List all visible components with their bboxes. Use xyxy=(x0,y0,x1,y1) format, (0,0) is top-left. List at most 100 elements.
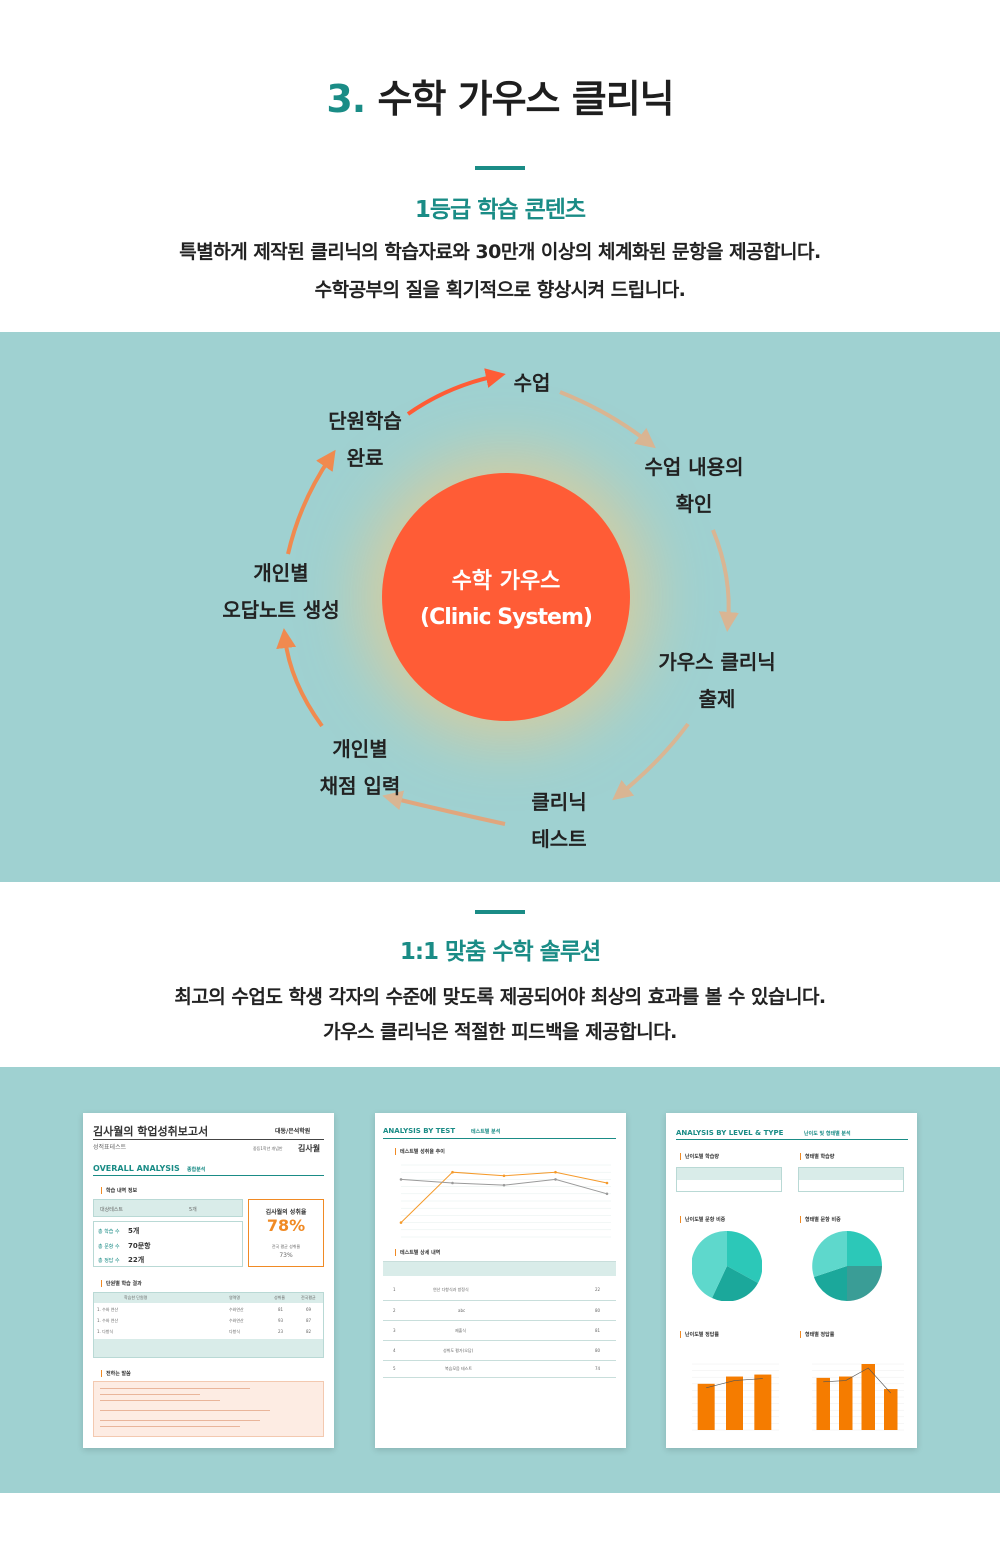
report-title: 김사월의 학업성취보고서 xyxy=(93,1125,209,1138)
tag-type-correct: 형태별 정답률 xyxy=(800,1331,834,1338)
content2-line2: 가우스 클리닉은 적절한 피드백을 제공합니다. xyxy=(323,1021,677,1043)
step-problem: 가우스 클리닉 출제 xyxy=(617,644,817,718)
report-card-level: ANALYSIS BY LEVEL & TYPE 난이도 및 형태별 분석 난이… xyxy=(666,1113,917,1448)
level-volume-table xyxy=(676,1167,782,1192)
col-header: 전국평균 xyxy=(301,1295,316,1300)
info-label: 대상테스트 xyxy=(100,1207,124,1213)
series-line xyxy=(400,1171,608,1223)
data-point xyxy=(605,1192,609,1196)
step-test: 클리닉 테스트 xyxy=(459,784,659,858)
center-circle: 수학 가우스 (Clinic System) xyxy=(382,473,630,721)
tag-unit-result: 단원별 학습 결과 xyxy=(101,1280,142,1287)
table-cell: 74 xyxy=(595,1366,601,1371)
step-label: 단원학습 xyxy=(328,409,402,433)
center-label-2: (Clinic System) xyxy=(420,605,593,630)
report-section-kr: 종합분석 xyxy=(187,1167,206,1173)
step-label: 수업 내용의 xyxy=(644,455,744,479)
trend-line-chart xyxy=(399,1164,611,1238)
info-label: 총 문항 수 xyxy=(98,1244,120,1250)
bar xyxy=(839,1376,853,1430)
info-label: 총 정답 수 xyxy=(98,1258,120,1264)
data-point xyxy=(451,1170,454,1174)
table-cell: 1 xyxy=(393,1287,396,1292)
arrow-4 xyxy=(382,790,506,826)
table-cell: 성취도 평가(오답) xyxy=(443,1348,474,1353)
step-label: 수업 xyxy=(513,371,551,395)
table-cell: 수와연산 xyxy=(229,1307,244,1312)
data-point xyxy=(399,1178,403,1181)
data-point xyxy=(399,1221,403,1224)
type-pie-chart xyxy=(812,1231,882,1301)
message-box xyxy=(93,1381,324,1437)
info-row: 대상테스트 5개 xyxy=(93,1199,243,1217)
table-cell: 4 xyxy=(393,1348,396,1353)
tag-detail: 테스트별 상세 내역 xyxy=(395,1249,440,1256)
avg-line xyxy=(706,1378,763,1389)
section-number: 3. xyxy=(326,77,366,121)
step-label: 오답노트 생성 xyxy=(222,598,340,622)
arrow-6 xyxy=(286,449,336,555)
data-point xyxy=(451,1181,454,1185)
step-label: 가우스 클리닉 xyxy=(658,650,776,674)
table-cell: 69 xyxy=(306,1307,312,1312)
report-academy: 대동/은석학원 xyxy=(275,1128,311,1135)
content2-title: 1:1 맞춤 수학 솔루션 xyxy=(399,939,601,965)
info-value: 5개 xyxy=(128,1227,140,1235)
table-cell: 1. 다항식 xyxy=(97,1329,114,1334)
step-label: 확인 xyxy=(675,492,713,516)
report-section-kr: 난이도 및 형태별 분석 xyxy=(804,1131,851,1137)
avg-value: 73% xyxy=(279,1252,293,1259)
table-cell: 80 xyxy=(595,1348,601,1353)
info-value: 70문항 xyxy=(128,1242,151,1250)
table-cell: 80 xyxy=(595,1308,601,1313)
table-cell: 1. 수와 연산 xyxy=(97,1307,119,1312)
test-table: 1 연산 다항식과 방정식 22 2 abc 80 3 제출식 81 4 성취도… xyxy=(383,1261,616,1378)
bar xyxy=(754,1374,772,1430)
bar xyxy=(726,1376,743,1430)
table-cell: 23 xyxy=(278,1329,284,1334)
section-title: 3. 수학 가우스 클리닉 xyxy=(0,68,1000,123)
table-cell: 87 xyxy=(306,1318,312,1323)
content1-line1: 특별하게 제작된 클리닉의 학습자료와 30만개 이상의 체계화된 문항을 제공… xyxy=(179,241,821,263)
table-cell: 복습모음 테스트 xyxy=(445,1366,473,1371)
table-cell: 82 xyxy=(306,1329,312,1334)
report-section: ANALYSIS BY TEST xyxy=(383,1127,456,1135)
data-point xyxy=(502,1174,506,1178)
tag-trend: 테스트별 성취율 추이 xyxy=(395,1148,445,1155)
bar xyxy=(884,1389,898,1430)
step-label: 완료 xyxy=(346,446,384,470)
step-unit-done: 단원학습 완료 xyxy=(265,403,465,477)
step-label: 출제 xyxy=(698,687,736,711)
bar xyxy=(861,1364,875,1430)
tag-level-share: 난이도별 문항 비중 xyxy=(680,1216,725,1223)
tag-study-info: 학습 내역 정보 xyxy=(101,1187,137,1194)
report-subtitle: 성적표테스트 xyxy=(93,1144,127,1151)
score-label: 김사월의 성취율 xyxy=(265,1209,307,1216)
table-cell: 81 xyxy=(278,1307,284,1312)
arrow-1 xyxy=(559,390,656,449)
avg-line xyxy=(823,1367,891,1394)
report-section-kr: 테스트별 분석 xyxy=(471,1129,501,1135)
score-value: 78% xyxy=(266,1216,306,1235)
divider-bar xyxy=(475,166,525,170)
type-volume-table xyxy=(798,1167,904,1192)
data-point xyxy=(605,1181,609,1185)
tag-type-share: 형태별 문항 비중 xyxy=(800,1216,841,1223)
table-cell: 5 xyxy=(393,1366,396,1371)
step-class: 수업 xyxy=(432,365,632,402)
report-student: 김사월 xyxy=(298,1144,321,1153)
table-cell: 93 xyxy=(278,1318,284,1323)
divider-bar xyxy=(475,910,525,914)
tag-message: 전하는 말씀 xyxy=(101,1370,131,1377)
level-bar-chart xyxy=(692,1363,779,1431)
table-cell: 81 xyxy=(595,1328,601,1333)
report-section: OVERALL ANALYSIS xyxy=(93,1164,180,1173)
tag-level-correct: 난이도별 정답률 xyxy=(680,1331,719,1338)
report-card-test: ANALYSIS BY TEST 테스트별 분석 테스트별 성취율 추이 테스트… xyxy=(375,1113,626,1448)
info-value: 5개 xyxy=(189,1207,197,1213)
avg-label: 전국 평균 성취율 xyxy=(271,1244,301,1249)
col-header: 영역명 xyxy=(229,1295,241,1300)
step-label: 개인별 xyxy=(332,737,388,761)
table-cell: abc xyxy=(458,1308,466,1313)
table-cell: 22 xyxy=(595,1287,601,1292)
